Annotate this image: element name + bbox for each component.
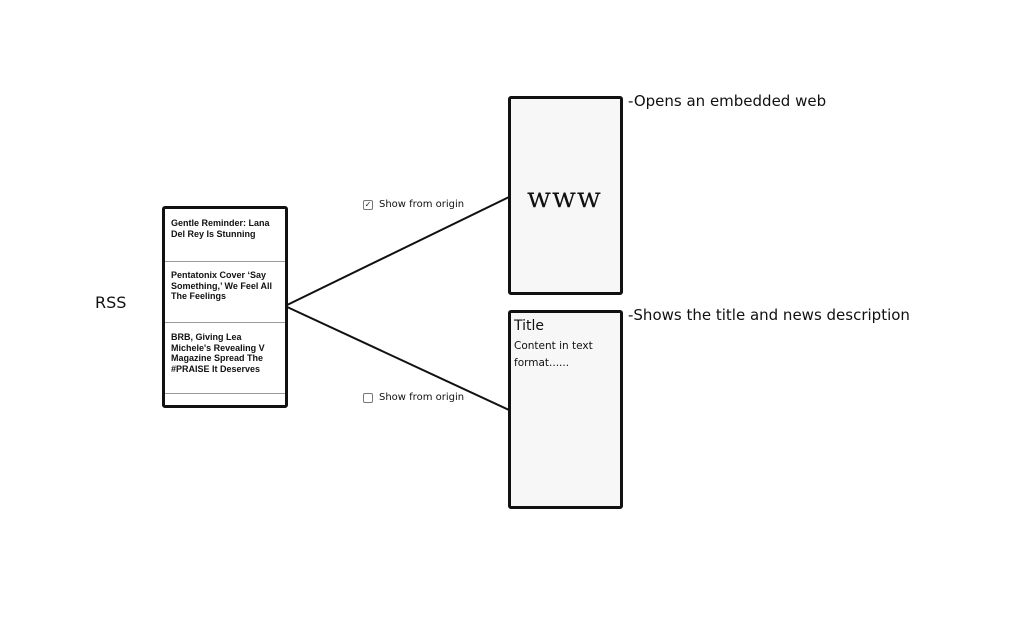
- card-title: Title: [514, 318, 545, 334]
- web-annotation: -Opens an embedded web: [628, 92, 827, 110]
- option-label: Show from origin: [379, 199, 465, 210]
- option-label: Show from origin: [379, 392, 465, 403]
- text-annotation: -Shows the title and news description: [628, 306, 910, 324]
- feed-item-title: Gentle Reminder: Lana Del Rey Is Stunnin…: [171, 218, 270, 239]
- card-body: Content in text format......: [514, 340, 593, 369]
- feed-item[interactable]: BRB, Giving Lea Michele's Revealing V Ma…: [165, 323, 285, 394]
- feed-item-partial: ▬▬▬▬▬▬▬: [165, 394, 285, 405]
- connector-to-text: [284, 305, 510, 411]
- rss-feed-mockup: Gentle Reminder: Lana Del Rey Is Stunnin…: [162, 206, 288, 408]
- feed-item[interactable]: Gentle Reminder: Lana Del Rey Is Stunnin…: [165, 209, 285, 262]
- show-from-origin-checkbox-checked[interactable]: ✓: [363, 199, 373, 210]
- feed-item-title: BRB, Giving Lea Michele's Revealing V Ma…: [171, 332, 265, 374]
- text-content-mockup: Title Content in text format......: [508, 310, 623, 509]
- embedded-web-mockup: www: [508, 96, 623, 295]
- feed-item-title: Pentatonix Cover ‘Say Something,’ We Fee…: [171, 270, 273, 301]
- option-show-from-origin-bottom[interactable]: Show from origin: [363, 392, 464, 403]
- connector-to-web: [284, 196, 510, 307]
- show-from-origin-checkbox-unchecked[interactable]: [363, 392, 373, 403]
- option-show-from-origin-top[interactable]: ✓ Show from origin: [363, 199, 464, 210]
- feed-item[interactable]: Pentatonix Cover ‘Say Something,’ We Fee…: [165, 262, 285, 323]
- www-text: www: [527, 181, 602, 214]
- feed-item-cut-off-text: ▬▬▬▬▬▬▬: [165, 394, 285, 405]
- rss-label: RSS: [95, 293, 127, 312]
